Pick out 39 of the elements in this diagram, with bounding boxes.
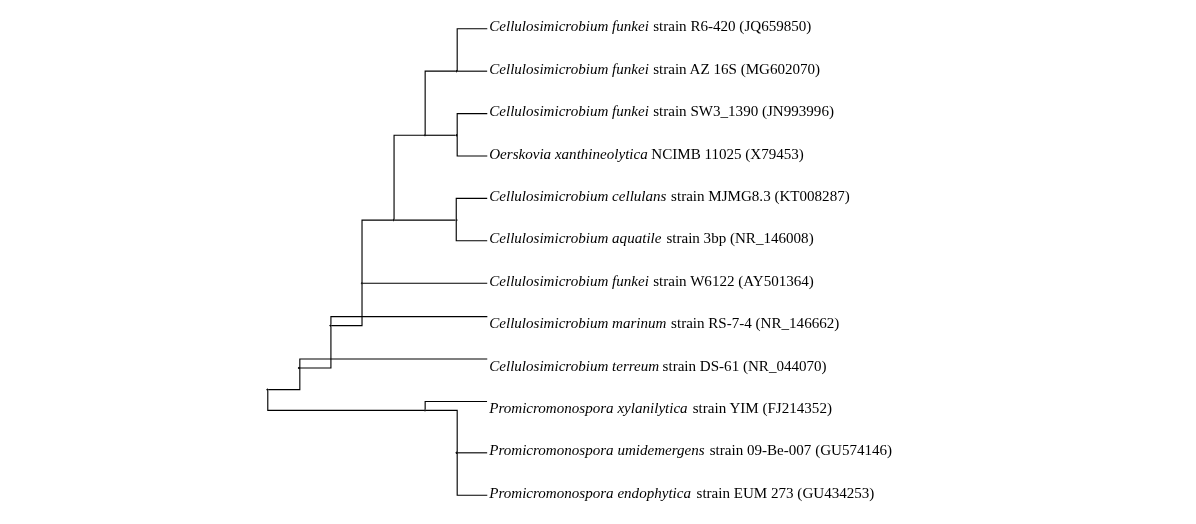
connector: [424, 400, 488, 411]
connector: [456, 28, 488, 72]
connector: [456, 452, 488, 454]
node-text: Cellulosimicrobium funkei strain W6122 (AY501364): [488, 272, 814, 289]
node-point: [454, 134, 458, 137]
node-text: Cellulosimicrobium aquatile strain 3bp (NR_146008): [488, 230, 814, 247]
connector: [361, 282, 488, 284]
connector: [266, 390, 425, 411]
node-text: Promicromonospora endophytica strain EUM 273 (GU434253): [488, 484, 874, 501]
node-point: [423, 409, 426, 412]
node-point: [297, 366, 300, 370]
node-text: Cellulosimicrobium cellulans strain MJMG8.3 (KT008287): [488, 188, 850, 205]
node-point: [454, 70, 458, 73]
node-point: [328, 324, 332, 327]
node-point: [454, 451, 458, 454]
node-text: Cellulosimicrobium funkei strain SW3_1390 (JN993996): [488, 103, 834, 120]
connector: [455, 220, 488, 242]
node-text: Promicromonospora xylanilytica strain YIM (FJ214352): [488, 400, 832, 417]
node-text: Cellulosimicrobium marinum strain RS-7-4 (NR_146662): [488, 315, 839, 332]
connector: [330, 283, 363, 327]
connector: [424, 70, 456, 136]
node-point: [423, 134, 426, 137]
connector: [456, 113, 488, 136]
connector: [424, 134, 456, 136]
node-text: Cellulosimicrobium funkei strain AZ 16S (MG602070): [488, 60, 820, 77]
node-point: [391, 218, 395, 222]
node-point: [360, 282, 363, 285]
node-point: [265, 388, 269, 391]
node-text: Promicromonospora umidemergens strain 09-Be-007 (GU574146): [488, 442, 892, 459]
connector: [455, 197, 488, 220]
node-text: Cellulosimicrobium funkei strain R6-420 (JQ659850): [488, 18, 811, 35]
connector: [329, 316, 488, 326]
connector: [424, 409, 458, 454]
connector: [456, 70, 488, 72]
node-text: Cellulosimicrobium terreum strain DS-61 (NR_044070): [488, 357, 827, 374]
node-point: [454, 218, 458, 222]
connector: [456, 134, 488, 157]
node-text: Oerskovia xanthineolytica NCIMB 11025 (X79453): [488, 145, 804, 162]
connector: [456, 452, 488, 496]
